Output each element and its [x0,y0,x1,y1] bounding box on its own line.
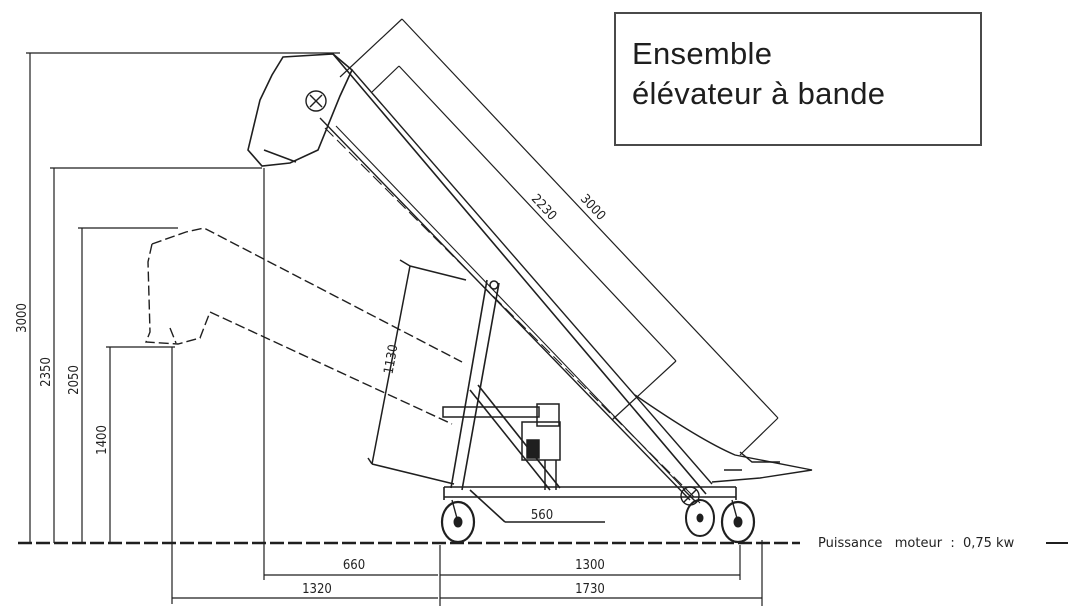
dim-label-660: 660 [343,558,365,573]
support-strut [450,279,561,491]
wheel-left [440,499,476,544]
title-line-2: élévateur à bande [632,76,886,111]
wheel-middle [685,499,715,537]
motor-power-note: Puissance moteur : 0,75 kw [818,536,1015,551]
dim-label-discharge-max: 2350 [39,357,54,387]
motor-unit [442,403,561,490]
dim-label-discharge-mid: 2050 [67,365,82,395]
dim-label-chassis-length: 1730 [575,582,605,597]
head-pulley-icon [305,90,327,112]
raised-discharge-head [247,53,353,167]
infeed-tail [634,394,813,483]
lowered-discharge-head [144,227,463,425]
dim-label-wheelbase: 1300 [575,558,605,573]
conveyor-frame [319,53,713,504]
title-box: Ensemble élévateur à bande [614,12,982,146]
wheel-right [720,499,756,544]
feed-hopper [367,259,467,485]
dim-label-overall-height: 3000 [15,303,30,333]
horizontal-dimensions [171,168,763,606]
tail-pulley-icon [680,486,700,506]
dim-label-hopper-length: 1130 [382,343,402,375]
title-line-1: Ensemble [632,36,773,71]
dim-label-conveyor-length: 3000 [577,192,608,224]
chassis [443,486,737,523]
dim-label-1320: 1320 [302,582,332,597]
dim-label-discharge-low: 1400 [95,425,110,455]
dim-label-strut-length: 560 [531,508,553,523]
vertical-dimensions [26,52,340,543]
length-dimensions [339,18,779,456]
